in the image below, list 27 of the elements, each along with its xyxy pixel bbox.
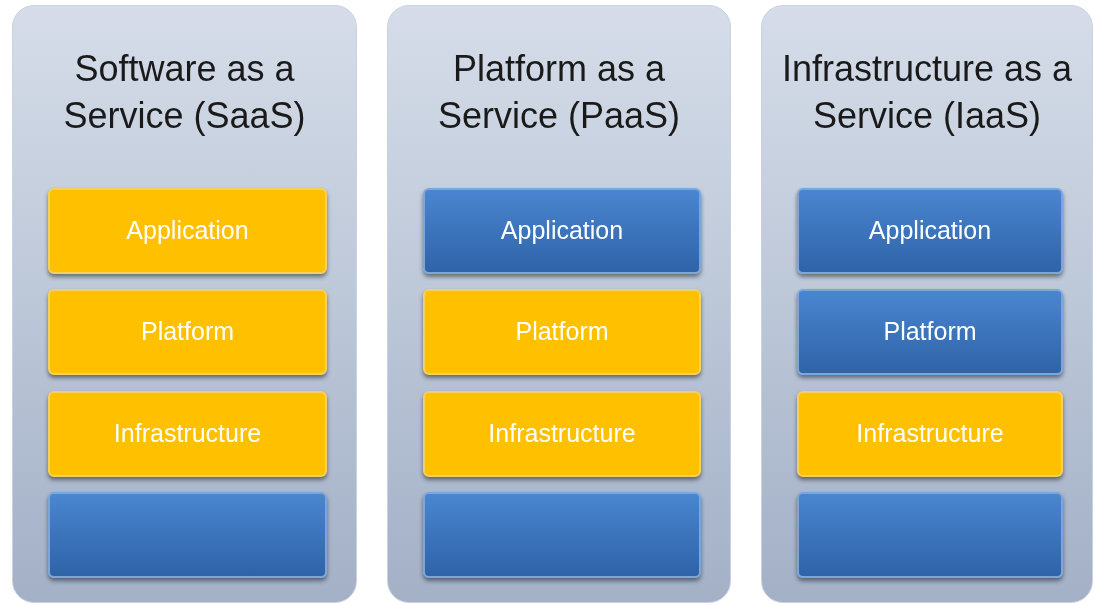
layer-label: Platform bbox=[882, 316, 978, 348]
layer-box bbox=[797, 188, 1063, 274]
layer-box bbox=[423, 289, 701, 375]
layer-box bbox=[48, 188, 327, 274]
layer-box bbox=[48, 289, 327, 375]
layer-label: Application bbox=[125, 215, 250, 247]
service-panel bbox=[387, 5, 731, 603]
panel-title: Platform as a Service (PaaS) bbox=[436, 47, 682, 138]
layer-label: Infrastructure bbox=[487, 418, 637, 450]
layer-box bbox=[423, 391, 701, 477]
empty-box bbox=[423, 492, 701, 578]
layer-label: Platform bbox=[514, 316, 610, 348]
service-panel bbox=[12, 5, 357, 603]
panel-title: Software as a Service (SaaS) bbox=[62, 47, 307, 138]
layer-box bbox=[797, 391, 1063, 477]
layer-box bbox=[797, 289, 1063, 375]
layer-label: Platform bbox=[139, 316, 236, 348]
layer-label: Application bbox=[867, 215, 993, 247]
layer-label: Application bbox=[499, 215, 625, 247]
panel-title: Infrastructure as a Service (IaaS) bbox=[780, 47, 1074, 138]
layer-label: Infrastructure bbox=[855, 418, 1005, 450]
layer-box bbox=[48, 391, 327, 477]
service-panel bbox=[761, 5, 1093, 603]
empty-box bbox=[797, 492, 1063, 578]
layer-box bbox=[423, 188, 701, 274]
empty-box bbox=[48, 492, 327, 578]
layer-label: Infrastructure bbox=[112, 418, 263, 450]
